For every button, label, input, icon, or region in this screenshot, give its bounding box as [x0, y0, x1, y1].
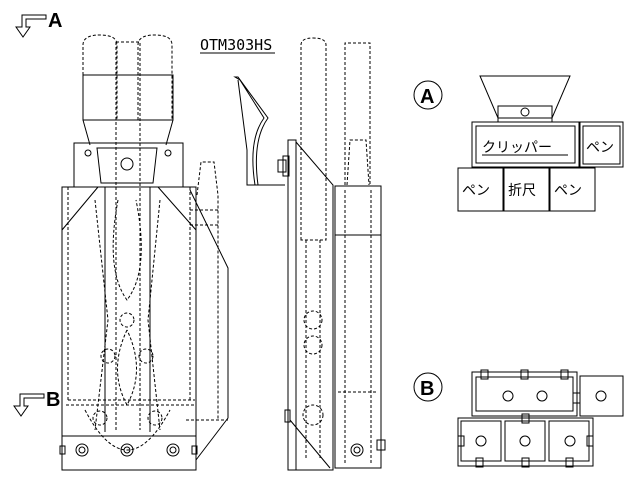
section-view-a: A クリッパー ペン ペン 折尺 ペン — [413, 75, 624, 212]
side-view — [233, 37, 386, 471]
view-arrow-a: A — [15, 10, 62, 38]
pocket-folding-rule-label: 折尺 — [508, 183, 536, 199]
pocket-pen-label: ペン — [462, 183, 490, 199]
view-arrow-a-label: A — [48, 10, 62, 32]
section-view-b: B — [413, 369, 624, 468]
model-title: OTM303HS — [200, 36, 272, 54]
pocket-pen-label: ペン — [586, 140, 614, 156]
pocket-clipper-label: クリッパー — [482, 140, 552, 156]
section-b-label: B — [420, 378, 434, 400]
pocket-pen-label: ペン — [554, 183, 582, 199]
section-a-label: A — [420, 86, 434, 108]
view-arrow-b-label: B — [46, 389, 60, 411]
view-arrow-b: B — [13, 389, 60, 417]
front-view — [59, 34, 229, 471]
